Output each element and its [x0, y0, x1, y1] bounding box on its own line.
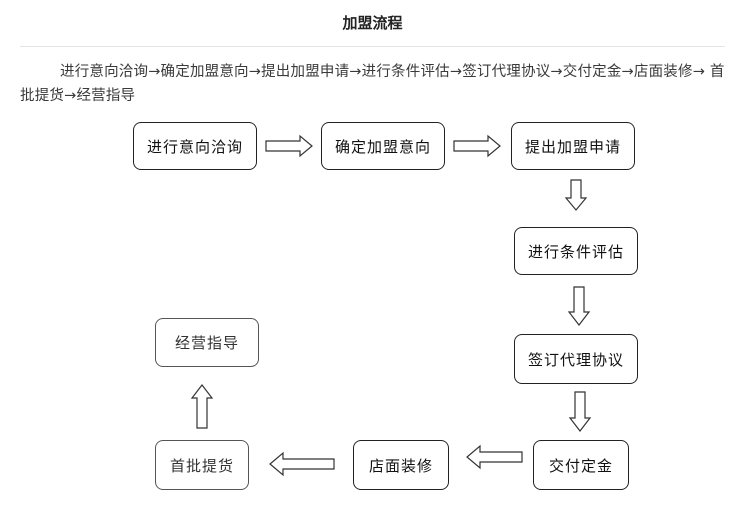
- process-summary-text: 进行意向洽询→确定加盟意向→提出加盟申请→进行条件评估→签订代理协议→交付定金→…: [20, 64, 725, 104]
- arrow-up-icon: [190, 384, 214, 429]
- page-title: 加盟流程: [342, 14, 403, 32]
- flow-node-operation-guidance: 经营指导: [155, 318, 259, 367]
- arrow-right-icon: [453, 134, 501, 158]
- flow-node-first-stock: 首批提货: [155, 440, 249, 490]
- arrow-down-icon: [564, 179, 588, 211]
- flow-node-sign-agreement: 签订代理协议: [514, 334, 638, 384]
- flow-node-submit-application: 提出加盟申请: [511, 122, 635, 170]
- arrow-left-icon: [269, 451, 335, 477]
- flow-node-intent-inquiry: 进行意向洽询: [133, 122, 257, 170]
- flow-node-pay-deposit: 交付定金: [533, 440, 629, 490]
- flow-node-condition-assessment: 进行条件评估: [514, 227, 638, 275]
- flow-node-store-renovation: 店面装修: [353, 440, 449, 490]
- arrow-left-icon: [466, 444, 523, 470]
- title-divider: [20, 46, 725, 47]
- flow-node-confirm-intent: 确定加盟意向: [321, 122, 445, 170]
- arrow-down-icon: [567, 286, 591, 326]
- arrow-down-icon: [568, 391, 592, 432]
- arrow-right-icon: [265, 134, 313, 158]
